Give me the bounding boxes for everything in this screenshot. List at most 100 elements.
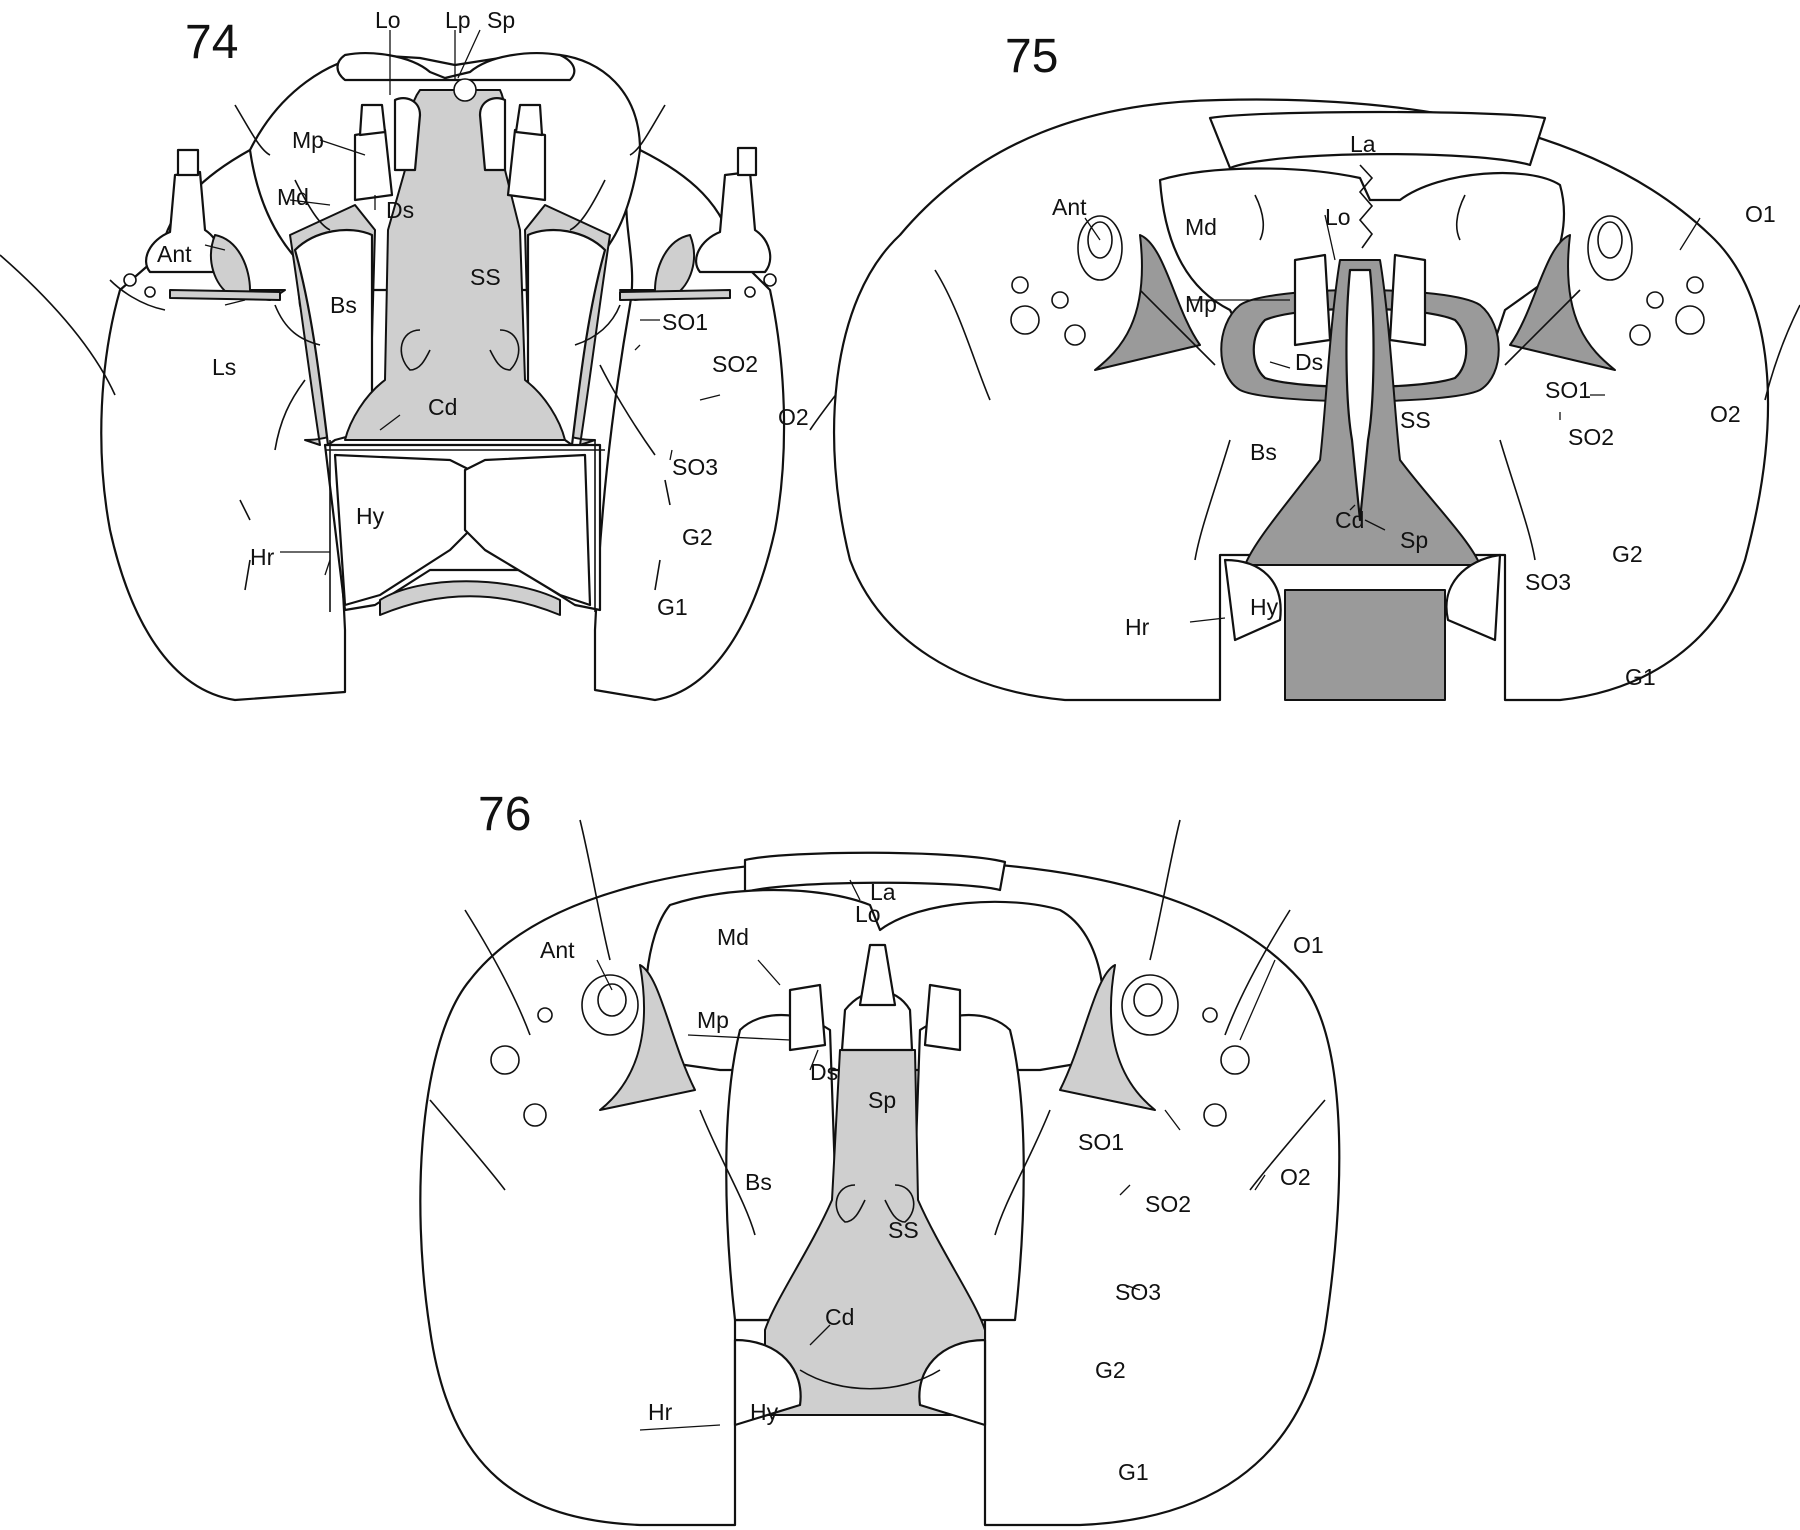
label-75-g2: G2 [1612, 541, 1643, 567]
leader-lines-75 [1084, 214, 1701, 623]
antennal-ridge-left-76 [599, 964, 696, 1111]
leader-lines-74 [204, 29, 721, 576]
label-74-g2: G2 [682, 524, 713, 550]
stemma-75d [1051, 291, 1069, 309]
label-74-ds: Ds [386, 197, 414, 223]
maxillary-palp-left-tip-74 [358, 103, 387, 137]
capsule-sutures-75 [1219, 555, 1506, 700]
hypostoma-right-75 [1445, 553, 1502, 642]
antenna-left-tip-74 [176, 148, 200, 177]
label-74-o2: O2 [778, 404, 809, 430]
label-75-o1: O1 [1745, 201, 1776, 227]
label-76-md: Md [717, 924, 749, 950]
label-75-hy: Hy [1250, 594, 1279, 620]
antennal-ridge-right-76 [1059, 964, 1156, 1111]
spinneret-74 [453, 78, 477, 102]
label-75-bs: Bs [1250, 439, 1277, 465]
label-76-la: La [870, 879, 896, 905]
lobe-right-74 [478, 97, 507, 172]
hypostomal-arc-76 [799, 1369, 941, 1390]
stemma-75b [1064, 324, 1086, 346]
salivary-hook-right-74 [489, 329, 520, 371]
label-74-hy: Hy [356, 503, 385, 529]
label-75-la: La [1350, 131, 1376, 157]
label-75-md: Md [1185, 214, 1217, 240]
label-75-so1: SO1 [1545, 377, 1591, 403]
label-74-g1: G1 [657, 594, 688, 620]
label-76-hr: Hr [648, 1399, 673, 1425]
label-74-ant: Ant [157, 241, 192, 267]
leader-lines-76 [596, 879, 1276, 1431]
label-74-lo: Lo [375, 7, 401, 33]
label-76-sp: Sp [868, 1087, 896, 1113]
lobe-left-74 [393, 97, 422, 172]
stemma-75h [1646, 291, 1664, 309]
hypostoma-left-76 [733, 1338, 802, 1427]
label-76-o2: O2 [1280, 1164, 1311, 1190]
maxillary-palp-right-74 [506, 128, 547, 202]
stemma-74b [144, 286, 156, 298]
figure-74: 74 [0, 7, 891, 702]
label-74-so2: SO2 [712, 351, 758, 377]
label-76-hy: Hy [750, 1399, 779, 1425]
antenna-right-inner-76 [1133, 983, 1163, 1017]
label-76-so3: SO3 [1115, 1279, 1161, 1305]
spinneret-tip-76 [858, 943, 897, 1007]
hypostoma-left-74 [333, 453, 472, 607]
figure-75: 75 [833, 30, 1800, 702]
maxillary-palp-left-74 [353, 128, 394, 202]
label-74-ss: SS [470, 264, 501, 290]
hypostoma-right-74 [463, 453, 592, 607]
labrum-76 [743, 851, 1007, 894]
maxillary-palp-left-76 [788, 983, 827, 1052]
label-76-ant: Ant [540, 937, 575, 963]
salivary-hook-left-76 [835, 1184, 866, 1223]
figure-number-74: 74 [185, 16, 238, 69]
label-74-lp: Lp [445, 7, 471, 33]
label-75-o2: O2 [1710, 401, 1741, 427]
antenna-right-tip-74 [736, 146, 758, 177]
hypostomal-ridge-74 [325, 440, 605, 612]
stemma-76e [1203, 1103, 1227, 1127]
label-76-cd: Cd [825, 1304, 854, 1330]
label-75-so2: SO2 [1568, 424, 1614, 450]
antenna-left-inner-76 [597, 983, 627, 1017]
hypostomal-bridge-74 [379, 580, 561, 616]
spinneret-75 [1345, 268, 1375, 522]
lateral-suture-left-74 [169, 289, 281, 301]
label-75-lo: Lo [1325, 204, 1351, 230]
stemma-76b [523, 1103, 547, 1127]
stemma-76a [490, 1045, 520, 1075]
label-76-mp: Mp [697, 1007, 729, 1033]
stemma-76d [1220, 1045, 1250, 1075]
label-74-ls: Ls [212, 354, 236, 380]
label-76-so2: SO2 [1145, 1191, 1191, 1217]
label-74-md: Md [277, 184, 309, 210]
label-76-lo: Lo [855, 901, 881, 927]
antenna-right-inner-75 [1597, 221, 1623, 259]
label-76-ds: Ds [810, 1059, 838, 1085]
label-75-mp: Mp [1185, 291, 1217, 317]
maxillary-palp-right-76 [923, 983, 962, 1052]
lateral-suture-right-74 [619, 289, 731, 301]
labrum-75 [1208, 110, 1547, 170]
antennal-ridge-left-75 [1094, 234, 1201, 371]
label-75-ss: SS [1400, 407, 1431, 433]
label-76-g1: G1 [1118, 1459, 1149, 1485]
salivary-hook-right-76 [884, 1184, 915, 1223]
label-76-o1: O1 [1293, 932, 1324, 958]
maxillary-palp-right-75 [1388, 253, 1427, 347]
label-76-so1: SO1 [1078, 1129, 1124, 1155]
figure-number-75: 75 [1005, 30, 1058, 83]
maxillary-palp-left-75 [1293, 253, 1332, 347]
salivary-hook-left-74 [400, 329, 431, 371]
stemma-75e [1675, 305, 1705, 335]
stemma-75a [1010, 305, 1040, 335]
figure-76: 76 [419, 788, 1341, 1527]
label-76-bs: Bs [745, 1169, 772, 1195]
stemma-74c [763, 273, 777, 287]
label-75-hr: Hr [1125, 614, 1150, 640]
stemma-75c [1011, 276, 1029, 294]
label-75-sp: Sp [1400, 527, 1428, 553]
